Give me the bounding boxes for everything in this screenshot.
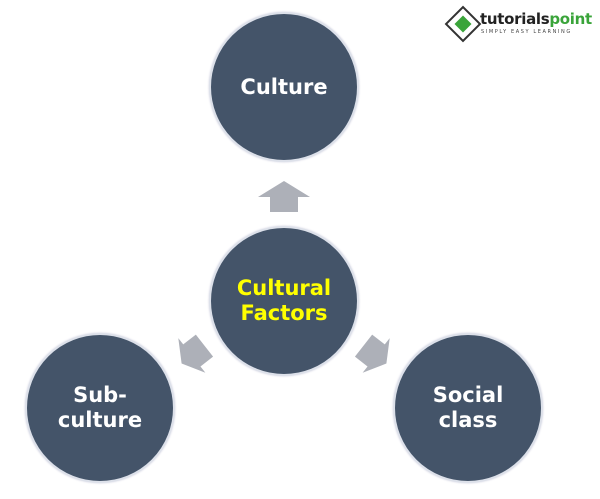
node-subculture: Sub- culture [25, 333, 175, 483]
logo-tagline: SIMPLY EASY LEARNING [481, 29, 572, 35]
node-label: Sub- culture [57, 383, 143, 432]
logo-text: tutorialspoint [480, 10, 592, 28]
node-label: Cultural Factors [236, 276, 332, 325]
node-cultural-factors: Cultural Factors [209, 226, 359, 376]
arrow-down-left-icon [178, 334, 214, 373]
node-culture: Culture [209, 12, 359, 162]
node-social-class: Social class [393, 333, 543, 483]
node-label: Culture [240, 74, 328, 99]
tutorialspoint-logo: tutorialspoint SIMPLY EASY LEARNING [444, 5, 596, 43]
arrow-down-right-icon [354, 334, 390, 373]
node-label: Social class [432, 383, 504, 432]
arrow-up-icon [258, 181, 310, 212]
